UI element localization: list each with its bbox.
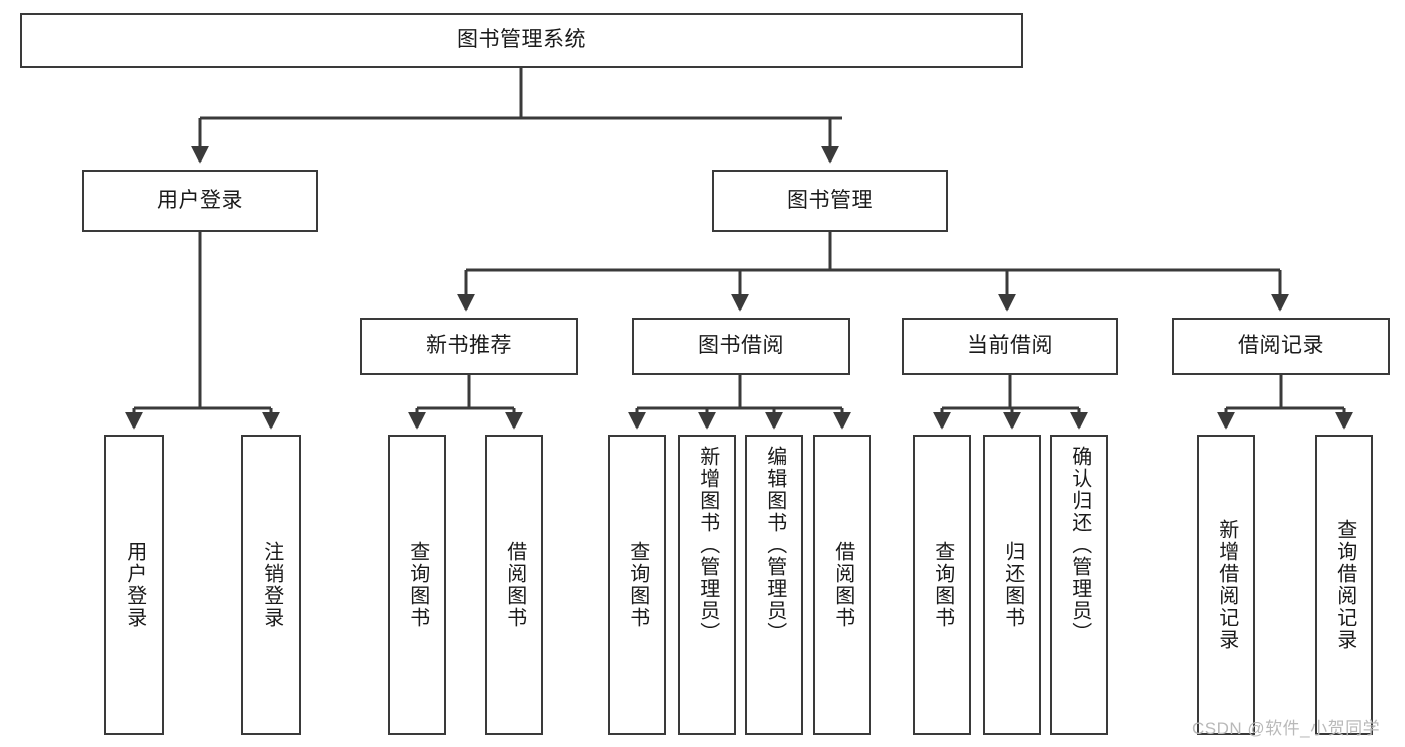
node-root[interactable]: 图书管理系统 [20,13,1023,68]
node-current-borrow-label: 当前借阅 [967,334,1053,358]
node-borrow-record[interactable]: 借阅记录 [1172,318,1390,375]
node-current-borrow[interactable]: 当前借阅 [902,318,1118,375]
edge-book-borrow-to-leaves [628,375,851,430]
edge-root-to-level2 [191,68,842,164]
node-leaf-logout-label: 注销登录 [260,541,283,629]
node-book-management[interactable]: 图书管理 [712,170,948,232]
node-leaf-query-book-1[interactable]: 查询图书 [388,435,446,735]
node-leaf-query-borrow-record-label: 查询借阅记录 [1333,519,1356,651]
edge-new-book-recommend-to-leaves [408,375,523,430]
node-leaf-return-book-label: 归还图书 [1001,541,1024,629]
node-leaf-confirm-return-admin-label: 确认归还（管理员） [1068,446,1091,644]
edge-current-borrow-to-leaves [933,375,1088,430]
node-leaf-add-book-admin[interactable]: 新增图书（管理员） [678,435,736,735]
edge-book-management-to-level3 [457,232,1289,312]
node-leaf-add-book-admin-label: 新增图书（管理员） [696,446,719,644]
node-leaf-query-book-3-label: 查询图书 [931,541,954,629]
node-leaf-borrow-book-2[interactable]: 借阅图书 [813,435,871,735]
node-leaf-borrow-book-1-label: 借阅图书 [503,541,526,629]
node-leaf-query-borrow-record[interactable]: 查询借阅记录 [1315,435,1373,735]
node-leaf-user-login-label: 用户登录 [123,541,146,629]
node-leaf-edit-book-admin[interactable]: 编辑图书（管理员） [745,435,803,735]
node-leaf-edit-book-admin-label: 编辑图书（管理员） [763,446,786,644]
node-new-book-recommend[interactable]: 新书推荐 [360,318,578,375]
node-leaf-add-borrow-record-label: 新增借阅记录 [1215,519,1238,651]
node-user-login-label: 用户登录 [157,188,243,212]
node-leaf-logout[interactable]: 注销登录 [241,435,301,735]
node-leaf-query-book-1-label: 查询图书 [406,541,429,629]
node-leaf-borrow-book-1[interactable]: 借阅图书 [485,435,543,735]
node-root-label: 图书管理系统 [457,28,586,52]
node-leaf-borrow-book-2-label: 借阅图书 [831,541,854,629]
node-borrow-record-label: 借阅记录 [1238,334,1324,358]
node-book-borrow-label: 图书借阅 [698,334,784,358]
node-user-login[interactable]: 用户登录 [82,170,318,232]
node-leaf-confirm-return-admin[interactable]: 确认归还（管理员） [1050,435,1108,735]
node-leaf-query-book-2[interactable]: 查询图书 [608,435,666,735]
node-leaf-add-borrow-record[interactable]: 新增借阅记录 [1197,435,1255,735]
edge-borrow-record-to-leaves [1217,375,1353,430]
node-leaf-query-book-2-label: 查询图书 [626,541,649,629]
node-leaf-return-book[interactable]: 归还图书 [983,435,1041,735]
node-book-borrow[interactable]: 图书借阅 [632,318,850,375]
node-new-book-recommend-label: 新书推荐 [426,334,512,358]
edge-user-login-to-leaves [125,232,280,430]
watermark: CSDN @软件_小贺同学 [1192,719,1381,738]
node-book-management-label: 图书管理 [787,188,873,212]
node-leaf-user-login[interactable]: 用户登录 [104,435,164,735]
node-leaf-query-book-3[interactable]: 查询图书 [913,435,971,735]
